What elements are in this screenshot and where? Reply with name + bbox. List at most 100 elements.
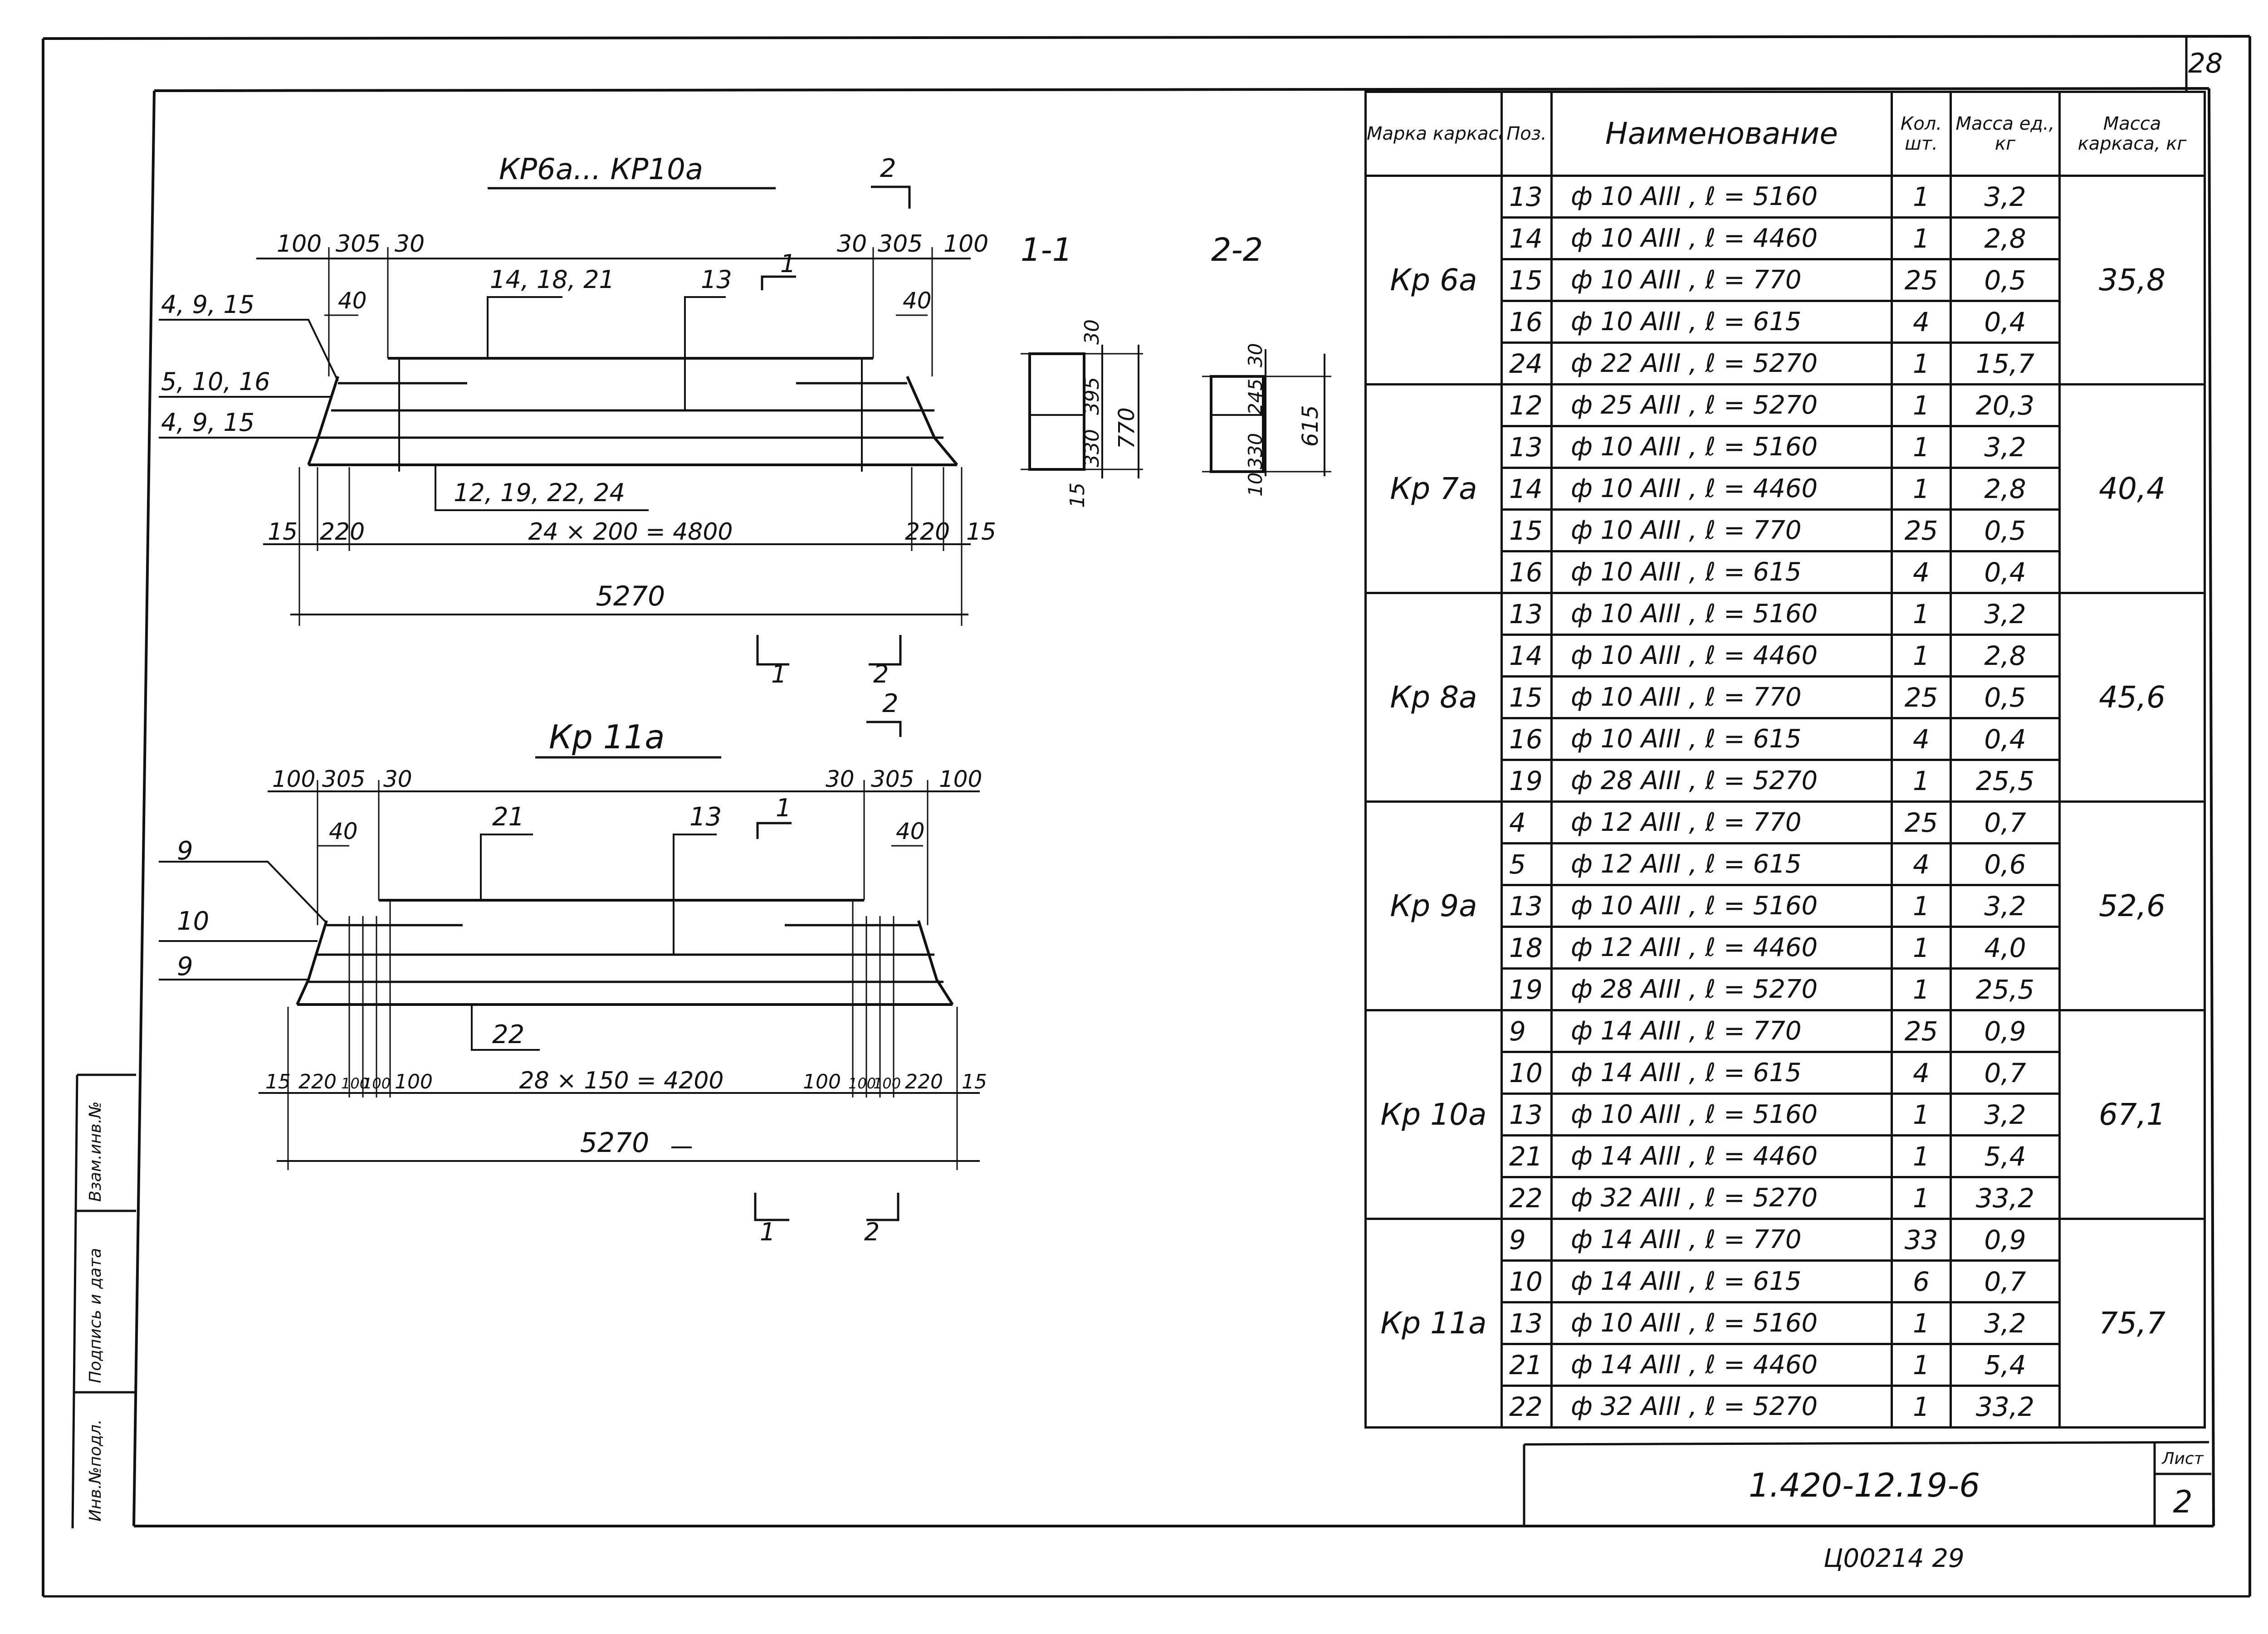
section-2-2-title: 2-2 bbox=[1211, 231, 1263, 268]
cell-quantity: 1 bbox=[1891, 425, 1952, 469]
cell-quantity: 4 bbox=[1891, 1051, 1952, 1095]
cell-position: 5 bbox=[1501, 842, 1553, 886]
cell-name: ф 14 АIII , ℓ = 4460 bbox=[1550, 1343, 1893, 1387]
cell-position: 19 bbox=[1501, 967, 1553, 1011]
page-number: 28 bbox=[2188, 48, 2223, 79]
cell-name: ф 10 АIII , ℓ = 5160 bbox=[1550, 1301, 1893, 1345]
dim-bottom-220-right: 220 bbox=[905, 518, 950, 546]
cell-unit-mass: 0,4 bbox=[1950, 717, 2061, 761]
cell-unit-mass: 0,7 bbox=[1950, 1259, 2061, 1303]
cell-unit-mass: 2,8 bbox=[1950, 634, 2061, 678]
cell-quantity: 4 bbox=[1891, 550, 1952, 594]
cell-unit-mass: 5,4 bbox=[1950, 1134, 2061, 1178]
cell-quantity: 1 bbox=[1891, 1176, 1952, 1220]
dim-40-right: 40 bbox=[903, 288, 932, 314]
dim-bottom-100-r1: 100 bbox=[803, 1070, 841, 1093]
cell-unit-mass: 3,2 bbox=[1950, 1093, 2061, 1136]
header-qty: Кол. шт. bbox=[1891, 91, 1952, 177]
cell-name: ф 14 АIII , ℓ = 770 bbox=[1550, 1218, 1893, 1262]
dim-top-100-right: 100 bbox=[939, 766, 982, 792]
cell-name: ф 10 АIII , ℓ = 5160 bbox=[1550, 592, 1893, 636]
cell-name: ф 28 АIII , ℓ = 5270 bbox=[1550, 759, 1893, 803]
cell-position: 18 bbox=[1501, 926, 1553, 970]
header-mass-unit: Масса ед., кг bbox=[1950, 91, 2061, 177]
drawing-title: Кр 11а bbox=[549, 718, 665, 756]
dim-bottom-220-left: 220 bbox=[298, 1070, 337, 1093]
dim-bottom-220-right: 220 bbox=[905, 1070, 943, 1093]
cell-quantity: 1 bbox=[1891, 467, 1952, 511]
cell-name: ф 10 АIII , ℓ = 615 bbox=[1550, 717, 1893, 761]
dim-top-30-left: 30 bbox=[395, 230, 425, 258]
sheet-number: 2 bbox=[2173, 1484, 2192, 1520]
dim-top-100-left: 100 bbox=[277, 230, 322, 258]
callout-bar-13: 13 bbox=[701, 265, 732, 294]
cell-unit-mass: 0,5 bbox=[1950, 258, 2061, 302]
cell-cage-mass: 75,7 bbox=[2058, 1218, 2206, 1429]
dim-top-100-right: 100 bbox=[943, 230, 988, 258]
cell-quantity: 1 bbox=[1891, 884, 1952, 928]
cell-cage-mass: 35,8 bbox=[2058, 175, 2206, 385]
section-1-1-dim-30: 30 bbox=[1080, 319, 1104, 345]
cell-position: 19 bbox=[1501, 759, 1553, 803]
cell-name: ф 28 АIII , ℓ = 5270 bbox=[1550, 967, 1893, 1011]
section-2-2-dim-30: 30 bbox=[1244, 343, 1266, 367]
cell-name: ф 12 АIII , ℓ = 4460 bbox=[1550, 926, 1893, 970]
cell-position: 9 bbox=[1501, 1009, 1553, 1053]
cell-name: ф 10 АIII , ℓ = 770 bbox=[1550, 675, 1893, 719]
cell-position: 21 bbox=[1501, 1343, 1553, 1387]
cell-name: ф 25 АIII , ℓ = 5270 bbox=[1550, 383, 1893, 427]
cell-unit-mass: 0,4 bbox=[1950, 300, 2061, 344]
cell-quantity: 1 bbox=[1891, 1343, 1952, 1387]
cell-unit-mass: 3,2 bbox=[1950, 884, 2061, 928]
cell-name: ф 14 АIII , ℓ = 615 bbox=[1550, 1259, 1893, 1303]
cell-quantity: 1 bbox=[1891, 383, 1952, 427]
section-1-1: 1-1 30 395 330 15 770 bbox=[1021, 231, 1143, 508]
callout-bar-22: 22 bbox=[492, 1020, 524, 1049]
cell-name: ф 14 АIII , ℓ = 615 bbox=[1550, 1051, 1893, 1095]
callout-bar-9-bottom: 9 bbox=[177, 952, 193, 981]
section-1-1-dim-395: 395 bbox=[1080, 377, 1104, 415]
cell-unit-mass: 25,5 bbox=[1950, 759, 2061, 803]
cell-quantity: 1 bbox=[1891, 341, 1952, 385]
cell-cage-mass: 40,4 bbox=[2058, 383, 2206, 594]
cell-quantity: 1 bbox=[1891, 1301, 1952, 1345]
section-marker-2: 2 bbox=[882, 689, 899, 718]
cell-position: 13 bbox=[1501, 425, 1553, 469]
dim-bottom-100-l3: 100 bbox=[395, 1070, 433, 1093]
callout-bar-13: 13 bbox=[689, 802, 722, 832]
cell-unit-mass: 3,2 bbox=[1950, 425, 2061, 469]
cell-quantity: 1 bbox=[1891, 1385, 1952, 1429]
cell-unit-mass: 3,2 bbox=[1950, 175, 2061, 219]
cell-quantity: 1 bbox=[1891, 216, 1952, 260]
specification-table: Марка каркаса Поз. Наименование Кол. шт.… bbox=[1364, 91, 2206, 1429]
dim-bottom-100-l2: 100 bbox=[363, 1075, 391, 1092]
cell-unit-mass: 0,7 bbox=[1950, 1051, 2061, 1095]
cell-position: 9 bbox=[1501, 1218, 1553, 1262]
cell-position: 15 bbox=[1501, 675, 1553, 719]
cell-name: ф 12 АIII , ℓ = 615 bbox=[1550, 842, 1893, 886]
cell-name: ф 22 АIII , ℓ = 5270 bbox=[1550, 341, 1893, 385]
cell-unit-mass: 0,9 bbox=[1950, 1009, 2061, 1053]
section-marker-2: 2 bbox=[880, 154, 896, 183]
cell-position: 14 bbox=[1501, 467, 1553, 511]
dim-40-left: 40 bbox=[338, 288, 367, 314]
cell-position: 14 bbox=[1501, 216, 1553, 260]
cell-quantity: 25 bbox=[1891, 508, 1952, 552]
cell-unit-mass: 2,8 bbox=[1950, 467, 2061, 511]
cell-position: 13 bbox=[1501, 884, 1553, 928]
cell-unit-mass: 3,2 bbox=[1950, 1301, 2061, 1345]
header-mass-cage: Масса каркаса, кг bbox=[2058, 91, 2206, 177]
